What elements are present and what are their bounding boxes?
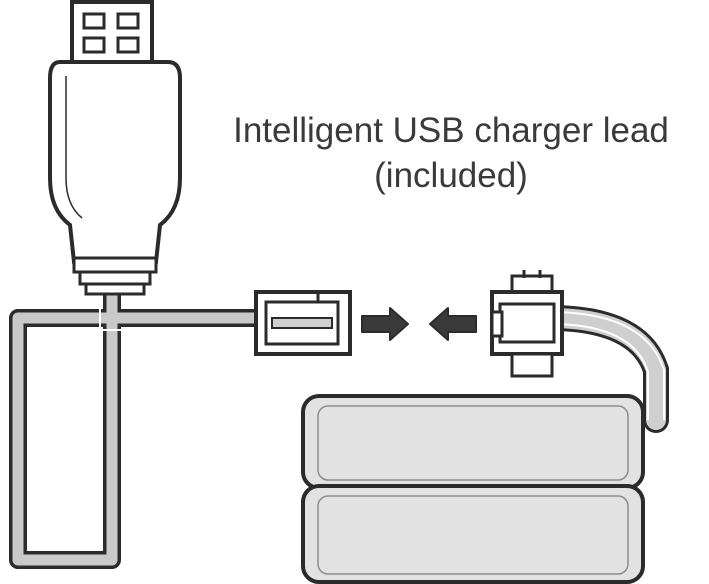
battery-leads xyxy=(543,305,669,433)
caption-title: Intelligent USB charger lead xyxy=(233,111,669,150)
caption-subtitle: (included) xyxy=(374,156,528,195)
arrow-right-icon xyxy=(361,307,409,341)
usb-plug-tip xyxy=(70,0,154,70)
usb-plug-body xyxy=(48,60,182,296)
battery-connector xyxy=(490,270,564,378)
arrow-left-icon xyxy=(429,307,477,341)
battery-pack xyxy=(301,394,645,584)
charger-connector xyxy=(254,290,352,356)
charger-cable xyxy=(9,290,262,569)
